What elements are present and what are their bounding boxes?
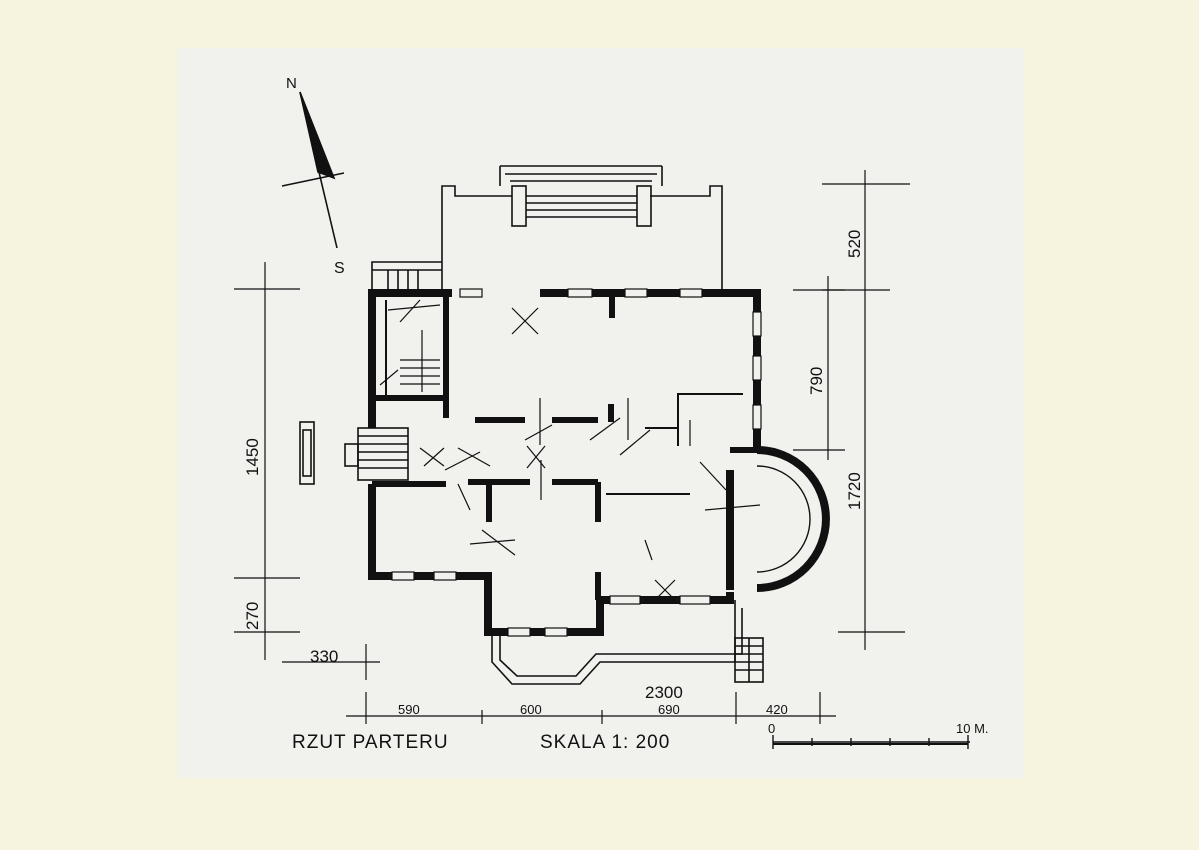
dim-right-mid: 790 [807,367,826,395]
windows [391,288,762,637]
dim-left-offset: 330 [310,647,338,666]
dimension-lines [234,170,910,724]
scale-end-label: 10 M. [956,721,989,736]
dim-right-total: 1720 [845,472,864,510]
dim-bottom-total: 2300 [645,683,683,702]
front-terrace [441,165,723,292]
dim-bottom-seg-1: 590 [398,702,420,717]
dim-bottom-seg-4: 420 [766,702,788,717]
dim-bottom-seg-2: 600 [520,702,542,717]
plan-title: RZUT PARTERU [292,732,449,753]
dim-bottom-seg-3: 690 [658,702,680,717]
scale-bar [772,735,970,749]
side-stair-bottom [734,637,764,683]
interior-walls [372,293,757,600]
internal-stair [379,304,441,392]
exterior-walls [368,289,761,636]
door-marks [399,299,761,601]
dim-left-total: 1450 [243,438,262,476]
dim-right-top: 520 [845,230,864,258]
interior-partitions [385,300,743,495]
round-bay [756,446,830,592]
compass-north-label: N [286,75,297,92]
compass-south-label: S [334,260,345,277]
side-stair-top [371,261,442,292]
dim-left-lower: 270 [243,602,262,630]
plan-scale: SKALA 1: 200 [540,732,670,753]
scale-start-label: 0 [768,721,775,736]
entrance-stair [299,421,409,485]
north-arrow [281,91,345,249]
rear-veranda [491,600,743,685]
